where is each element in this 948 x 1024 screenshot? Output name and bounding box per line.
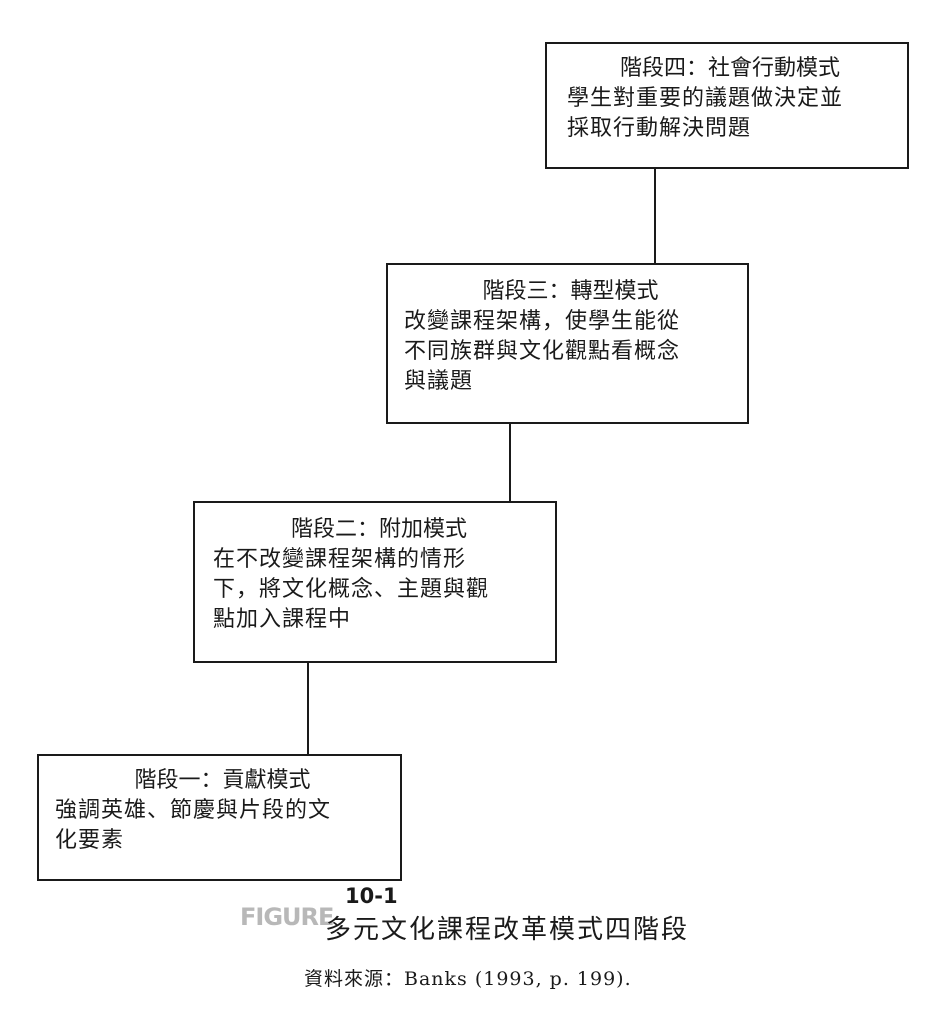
stage-3-box: 階段三：轉型模式 改變課程架構，使學生能從 不同族群與文化觀點看概念 與議題 [386,263,749,424]
stage-2-box: 階段二：附加模式 在不改變課程架構的情形 下，將文化概念、主題與觀 點加入課程中 [193,501,557,663]
stage-1-title: 階段一：貢獻模式 [134,768,311,793]
stage-2-description: 在不改變課程架構的情形 下，將文化概念、主題與觀 點加入課程中 [213,547,490,632]
stage-4-description: 學生對重要的議題做決定並 採取行動解決問題 [567,86,844,141]
connector-stage-3-to-4 [654,169,656,263]
connector-stage-2-to-3 [509,424,511,501]
figure-number: 10-1 [345,884,398,908]
stage-3-description: 改變課程架構，使學生能從 不同族群與文化觀點看概念 與議題 [404,309,681,394]
figure-title: 多元文化課程改革模式四階段 [325,915,690,945]
stage-1-box: 階段一：貢獻模式 強調英雄、節慶與片段的文 化要素 [37,754,402,881]
figure-source: 資料來源：Banks (1993, p. 199). [304,968,632,990]
stage-4-title: 階段四：社會行動模式 [619,56,840,81]
stage-2-title: 階段二：附加模式 [290,517,467,542]
stage-4-box: 階段四：社會行動模式 學生對重要的議題做決定並 採取行動解決問題 [545,42,909,169]
connector-stage-1-to-2 [307,663,309,754]
stage-1-description: 強調英雄、節慶與片段的文 化要素 [55,798,332,853]
figure-label: FIGURE [240,903,334,931]
stage-3-title: 階段三：轉型模式 [482,279,659,304]
